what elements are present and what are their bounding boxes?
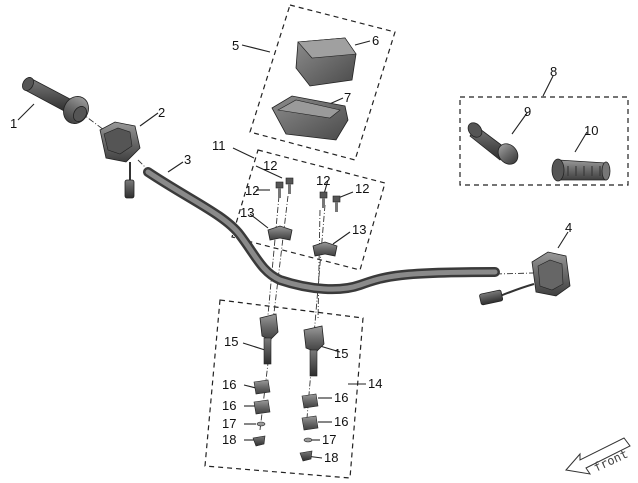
spare-grip-right <box>551 158 611 182</box>
callout-17-left: 17 <box>222 416 236 431</box>
callout-13-left: 13 <box>240 205 254 220</box>
crossbar-pad-upper <box>295 37 357 87</box>
callout-16-right-lower: 16 <box>334 414 348 429</box>
crossbar-pad-lower <box>271 95 349 141</box>
callout-7: 7 <box>344 90 351 105</box>
left-grip <box>22 77 89 124</box>
callout-6: 6 <box>372 33 379 48</box>
callout-18-left: 18 <box>222 432 236 447</box>
callout-12-top-right: 12 <box>316 173 330 188</box>
leader-lines <box>17 40 588 459</box>
callout-9: 9 <box>524 104 531 119</box>
callout-16-right-upper: 16 <box>334 390 348 405</box>
handlebar-tube <box>143 167 500 295</box>
group-box-14 <box>204 299 364 479</box>
spare-grip-left <box>467 122 519 165</box>
bolt-12-4 <box>332 195 341 212</box>
callout-18-right: 18 <box>324 450 338 465</box>
bolt-12-3 <box>319 191 328 208</box>
callout-1: 1 <box>10 116 17 131</box>
left-switch-housing <box>99 121 141 199</box>
callout-15-right: 15 <box>334 346 348 361</box>
right-switch-housing <box>479 251 571 306</box>
callout-13-right: 13 <box>352 222 366 237</box>
callout-labels: 1 2 3 4 5 6 7 8 9 10 11 12 12 12 12 13 1… <box>10 33 598 465</box>
riser-mount-hardware <box>252 379 319 462</box>
callout-14: 14 <box>368 376 382 391</box>
callout-11: 11 <box>212 138 226 153</box>
group-box-5 <box>249 4 396 161</box>
callout-3: 3 <box>184 152 191 167</box>
assembly-axes <box>79 111 534 431</box>
group-box-8 <box>459 96 629 186</box>
clamp-bolts <box>275 177 341 212</box>
callout-16-left-lower: 16 <box>222 398 236 413</box>
callout-12-left: 12 <box>245 183 259 198</box>
callout-16-left-upper: 16 <box>222 377 236 392</box>
callout-8: 8 <box>550 64 557 79</box>
group-boxes <box>204 4 629 479</box>
callout-10: 10 <box>584 123 598 138</box>
front-direction-arrow: front <box>565 437 631 475</box>
callout-12-right: 12 <box>355 181 369 196</box>
bolt-12-2 <box>285 177 294 194</box>
callout-17-right: 17 <box>322 432 336 447</box>
callout-15-left: 15 <box>224 334 238 349</box>
callout-12-top-left: 12 <box>263 158 277 173</box>
risers <box>259 313 325 377</box>
callout-4: 4 <box>565 220 572 235</box>
bolt-12-1 <box>275 181 284 198</box>
callout-5: 5 <box>232 38 239 53</box>
upper-clamps <box>267 225 338 257</box>
callout-2: 2 <box>158 105 165 120</box>
